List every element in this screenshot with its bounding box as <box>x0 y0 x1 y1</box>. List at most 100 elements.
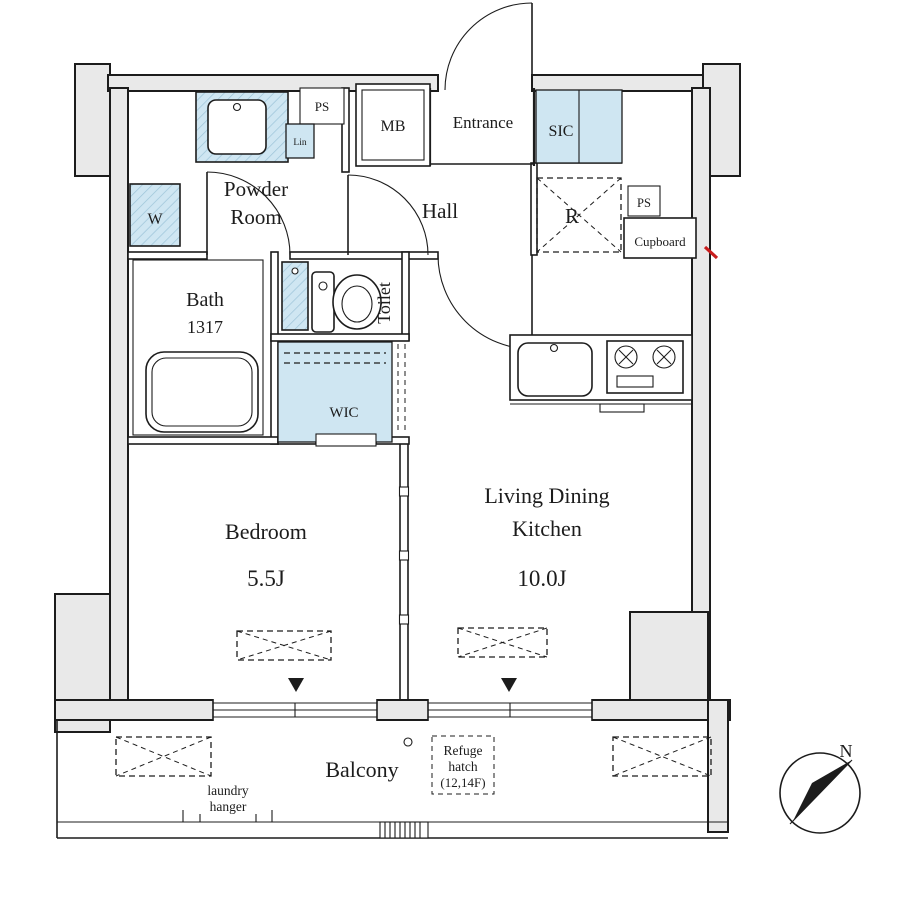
ldk-label-1: Living Dining <box>484 483 609 508</box>
bathtub-inner <box>151 357 253 427</box>
hall-entrance: Hall Entrance MB SIC <box>355 83 623 223</box>
meter-box-label: MB <box>381 118 406 135</box>
powder-room-label-2: Room <box>230 205 281 229</box>
meter-box: MB <box>355 83 431 167</box>
wall-top-right-segment <box>531 74 709 92</box>
toilet-room: Toilet <box>281 261 394 333</box>
linen-label: Lin <box>293 138 306 148</box>
hall-label: Hall <box>422 199 458 223</box>
bath-door-arc <box>206 171 291 256</box>
linen-closet-box <box>285 123 315 159</box>
washer-space-box <box>129 183 181 247</box>
vanity-faucet-icon <box>232 102 242 112</box>
red-wall-mark <box>703 245 719 260</box>
wall-powder-hall <box>341 87 350 173</box>
refrigerator-dashed-box <box>536 177 622 253</box>
balcony-divider-hatch <box>379 821 429 839</box>
balcony: Balcony Refuge hatch (12,14F) laundry ha… <box>56 720 728 839</box>
living-dining-kitchen: Living Dining Kitchen 10.0J <box>457 483 610 692</box>
wic-door-panel <box>315 433 377 447</box>
ldk-window <box>427 699 593 721</box>
kitchen-faucet-icon <box>549 343 559 353</box>
wall-upper-left-block <box>74 63 111 177</box>
laundry-hanger-label-2: hanger <box>210 799 247 814</box>
wall-bath-top-left <box>127 251 208 260</box>
toilet-tank-faucet-icon <box>318 281 328 291</box>
burner-icon <box>614 345 638 369</box>
toilet-label: Toilet <box>374 282 394 324</box>
wall-toilet-right <box>401 251 410 341</box>
ldk-label-2: Kitchen <box>512 516 582 541</box>
hatch-box-diagonal <box>457 627 548 658</box>
balcony-hatch-box-left <box>115 736 212 777</box>
laundry-hanger: laundry hanger <box>182 783 273 823</box>
hatch-box <box>115 736 212 777</box>
hatch-box <box>612 736 712 777</box>
compass-north-label: N <box>840 741 853 761</box>
wic-box <box>277 341 393 443</box>
hatch-box <box>236 630 332 661</box>
wall-bath-bottom <box>127 436 279 445</box>
toilet-bowl-inner <box>341 285 373 323</box>
bathroom: Bath 1317 <box>132 259 264 436</box>
wall-lower-right-block <box>629 611 709 703</box>
wall-toilet-left <box>270 251 279 445</box>
toilet-mini-counter <box>281 261 309 331</box>
laundry-hanger-label-1: laundry <box>207 783 248 798</box>
hatch-box-diagonal <box>236 630 332 661</box>
shoe-closet-label: SIC <box>549 123 574 140</box>
toilet-tank <box>311 271 335 333</box>
cupboard-box <box>623 217 697 259</box>
wall-hall-kitchen <box>530 162 538 256</box>
wall-right <box>691 87 711 703</box>
interior-walls <box>127 87 622 445</box>
refrigerator-label: R <box>565 204 579 228</box>
partition-joint <box>398 486 410 497</box>
shoe-closet: SIC <box>535 89 623 164</box>
hatch-box-diagonal <box>115 736 212 777</box>
bedroom-size-label: 5.5J <box>247 566 285 591</box>
refuge-hatch-label-3: (12,14F) <box>440 775 485 790</box>
hatch-box <box>457 627 548 658</box>
compass-needle-icon <box>793 760 852 821</box>
wall-toilet-bottom <box>270 333 410 342</box>
bedroom-label: Bedroom <box>225 519 307 544</box>
hatch-box-diagonal <box>115 736 212 777</box>
bath-unit-inner-wall <box>132 259 264 436</box>
bath-label: Bath <box>186 289 224 311</box>
kitchen: R PS Cupboard <box>509 177 697 413</box>
wall-bottom <box>54 699 731 721</box>
balcony-label: Balcony <box>325 757 398 782</box>
stove <box>606 340 684 394</box>
burner-cross <box>618 349 634 365</box>
wall-balcony-right <box>707 699 729 833</box>
laundry-hanger-bracket <box>182 810 273 823</box>
powder-room: PS Lin Powder Room W <box>129 87 345 247</box>
ldk-size-label: 10.0J <box>517 566 566 591</box>
pipe-space-top-label: PS <box>315 99 329 114</box>
refuge-hatch-label-1: Refuge <box>444 743 483 758</box>
entrance-door-arc <box>444 2 533 91</box>
partition-joint <box>398 614 410 625</box>
windows <box>212 699 593 721</box>
burner-cross <box>656 349 672 365</box>
bedroom-ceiling-hatch-box <box>236 630 332 661</box>
meter-box-inner <box>361 89 425 161</box>
toilet-door <box>347 174 429 256</box>
bedroom-window <box>212 699 378 721</box>
cupboard-label: Cupboard <box>634 234 686 249</box>
refrigerator-space: R <box>536 177 622 253</box>
counter-handle <box>599 403 645 413</box>
toilet-door-arc <box>347 174 429 256</box>
bath-door <box>206 171 291 256</box>
balcony-drain-icon <box>403 737 413 747</box>
compass: N <box>779 741 861 834</box>
ldk-ceiling-hatch-box <box>457 627 548 658</box>
pipe-space-kitchen-box <box>627 185 661 217</box>
refuge-hatch-label-2: hatch <box>448 759 477 774</box>
refrigerator-diagonal-2 <box>536 177 622 253</box>
refuge-hatch: Refuge hatch (12,14F) <box>431 735 495 795</box>
divider-hatch-box <box>379 821 429 839</box>
